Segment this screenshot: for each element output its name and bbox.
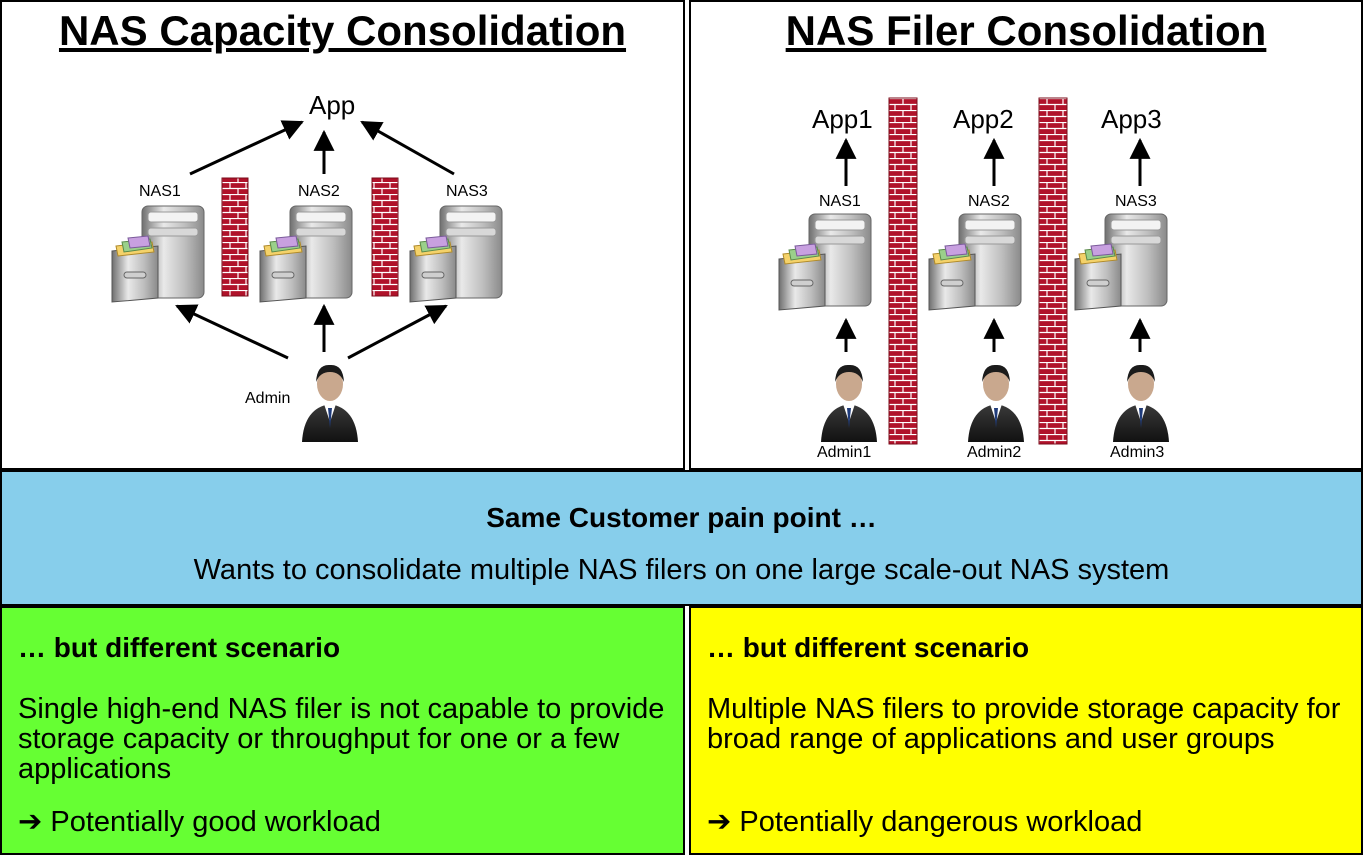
nas-filer-icon (259, 205, 353, 303)
scenario-description: Single high-end NAS filer is not capable… (18, 693, 665, 785)
scenario-description: Multiple NAS filers to provide storage c… (707, 693, 1341, 755)
nas-filer-icon (409, 205, 503, 303)
firewall-icon (221, 177, 249, 297)
firewall-icon (371, 177, 399, 297)
scenario-result: ➔ Potentially dangerous workload (707, 806, 1143, 838)
scenario-dangerous-panel: … but different scenario Multiple NAS fi… (689, 606, 1363, 855)
admin-label: Admin (245, 390, 291, 407)
arrow-icon (189, 120, 304, 176)
scenario-good-panel: … but different scenario Single high-end… (0, 606, 685, 855)
admin-user-icon (1113, 364, 1169, 442)
app1-label: App1 (812, 104, 873, 134)
admin-user-icon (302, 364, 358, 442)
filer-diagram (778, 97, 1169, 445)
app3-label: App3 (1101, 104, 1162, 134)
nas-filer-icon (111, 205, 205, 303)
panel-title: NAS Filer Consolidation (785, 7, 1267, 54)
scenario-result: ➔ Potentially good workload (18, 806, 381, 838)
scenario-heading: … but different scenario (18, 632, 341, 663)
nas-filer-icon (778, 213, 872, 311)
admin-user-icon (968, 364, 1024, 442)
filer-consolidation-panel: NAS Filer Consolidation App1 App2 App3 N… (689, 0, 1363, 470)
arrow-icon (360, 120, 455, 176)
admin-user-icon (821, 364, 877, 442)
nas2-label: NAS2 (298, 183, 340, 200)
nas1-label: NAS1 (139, 183, 181, 200)
firewall-icon (888, 97, 918, 445)
nas2-label: NAS2 (968, 193, 1010, 210)
panel-title: NAS Capacity Consolidation (58, 7, 627, 54)
pain-point-title: Same Customer pain point … (486, 502, 877, 533)
pain-point-subtitle: Wants to consolidate multiple NAS filers… (193, 554, 1170, 586)
firewall-icon (1038, 97, 1068, 445)
capacity-diagram (111, 120, 503, 442)
arrow-icon (347, 304, 448, 360)
nas-filer-icon (928, 213, 1022, 311)
app-label: App (309, 90, 356, 120)
nas3-label: NAS3 (1115, 193, 1157, 210)
scenario-heading: … but different scenario (707, 632, 1030, 663)
pain-point-band: Same Customer pain point … Wants to cons… (0, 470, 1363, 606)
admin2-label: Admin2 (967, 444, 1022, 461)
capacity-consolidation-panel: NAS Capacity Consolidation App NAS1 NAS2… (0, 0, 685, 470)
nas3-label: NAS3 (446, 183, 488, 200)
nas-filer-icon (1074, 213, 1168, 311)
arrow-icon (175, 304, 289, 360)
nas1-label: NAS1 (819, 193, 861, 210)
admin3-label: Admin3 (1110, 444, 1165, 461)
app2-label: App2 (953, 104, 1014, 134)
admin1-label: Admin1 (817, 444, 872, 461)
